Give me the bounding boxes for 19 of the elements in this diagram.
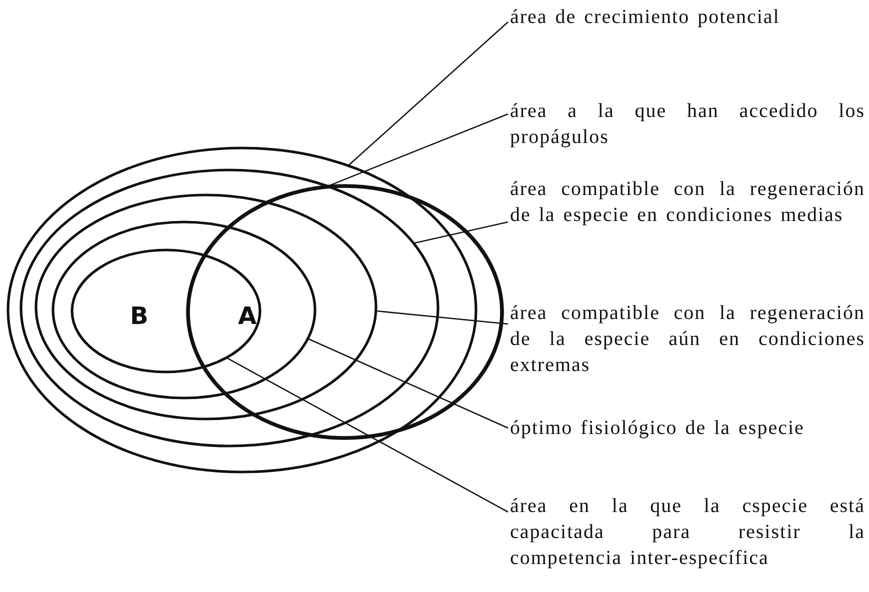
region-letter: B <box>130 302 148 330</box>
callout-text: área compatible con la regeneración de la especie en condiciones medias <box>510 176 865 228</box>
leader-line <box>348 22 508 166</box>
leader-line <box>413 221 508 244</box>
leader-line <box>376 310 508 325</box>
callout-text: área compatible con la regeneración de la especie aún en condiciones extremas <box>510 300 865 378</box>
callout-text: óptimo fisiológico de la especie <box>510 415 865 441</box>
ellipse-outline <box>72 250 260 372</box>
ellipse-outline <box>36 195 376 419</box>
region-letter: A <box>238 302 257 330</box>
callout-text: área en la que la cspecie está capacitada para resistir la competencia inter-específica <box>510 493 865 571</box>
ellipse-outline <box>21 170 438 446</box>
ellipse-outline <box>53 222 315 398</box>
leader-line <box>308 338 508 429</box>
callout-text: área a la que han accedido los propágulos <box>510 98 865 150</box>
leader-line <box>226 357 508 513</box>
ellipse-outline <box>188 186 502 438</box>
callout-text: área de crecimiento potencial <box>510 4 865 30</box>
ellipse-outline <box>8 148 476 472</box>
